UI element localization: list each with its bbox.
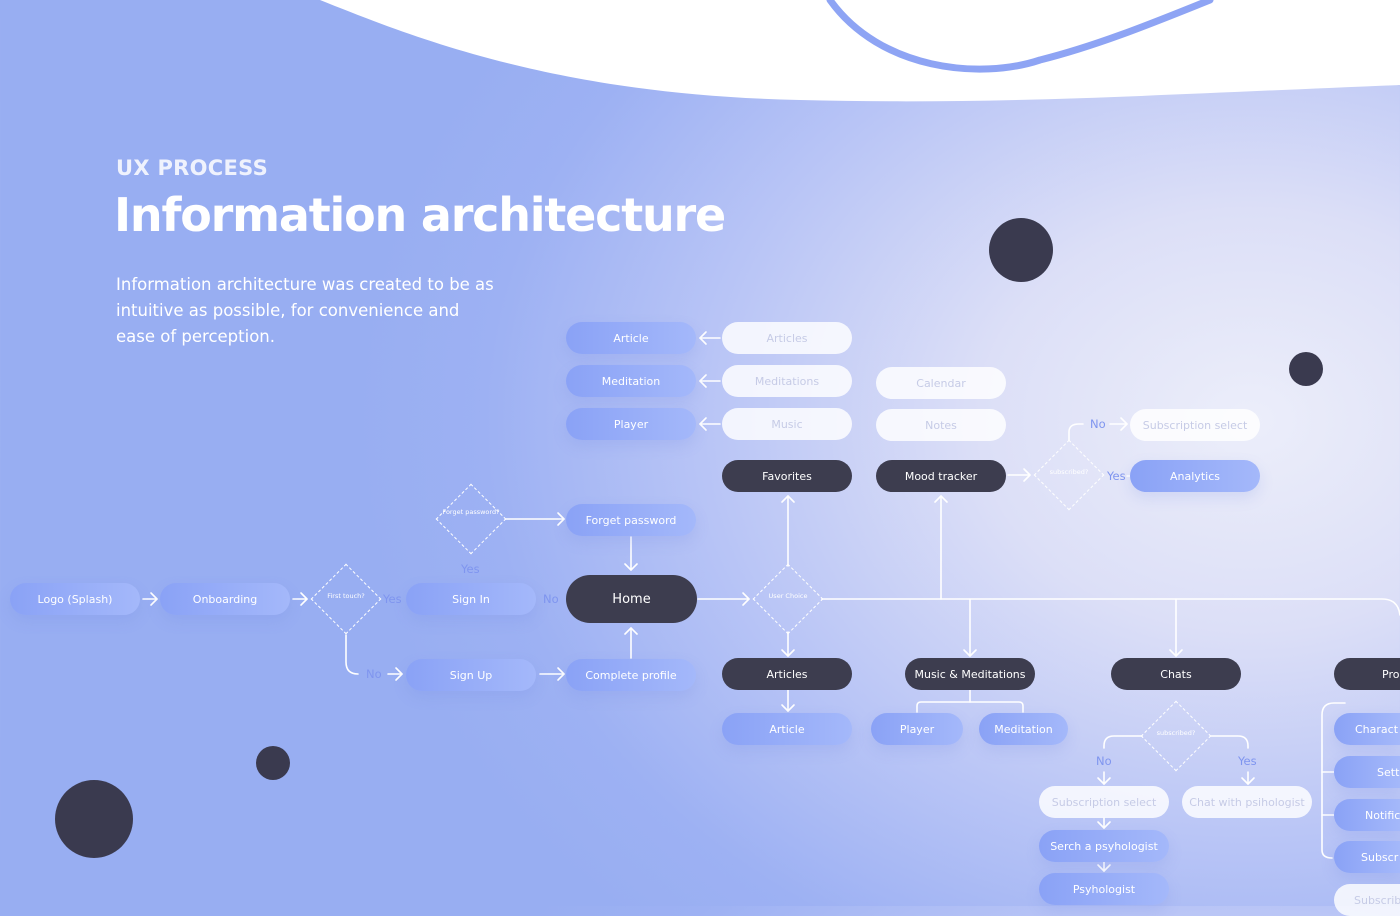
node-notifications-partial: Notific — [1334, 799, 1400, 831]
node-profile-partial: Pro — [1334, 658, 1400, 690]
node-meditation-top: Meditation — [566, 365, 696, 397]
node-subscription-select-top: Subscription select — [1130, 409, 1260, 441]
node-characteristics-partial: Charact — [1334, 713, 1400, 745]
node-article-bottom: Article — [722, 713, 852, 745]
node-mood-tracker: Mood tracker — [876, 460, 1006, 492]
label-yes-subscribed-chats: Yes — [1238, 754, 1257, 768]
page-description: Information architecture was created to … — [116, 275, 494, 346]
node-articles-light: Articles — [722, 322, 852, 354]
label-no-sign-in: No — [543, 592, 559, 606]
decor-dot-small-left — [256, 746, 290, 780]
node-article-top: Article — [566, 322, 696, 354]
node-notes: Notes — [876, 409, 1006, 441]
node-complete-profile: Complete profile — [566, 659, 696, 691]
decision-user-choice: User Choice — [752, 563, 824, 635]
label-no-first-touch: No — [366, 667, 382, 681]
node-home: Home — [566, 575, 697, 623]
label-yes-subscribed-top: Yes — [1107, 469, 1126, 483]
node-subscription-select-bottom: Subscription select — [1039, 786, 1169, 818]
node-meditation-bottom: Meditation — [979, 713, 1068, 745]
node-serch-psyhologist: Serch a psyhologist — [1039, 830, 1169, 862]
node-articles: Articles — [722, 658, 852, 690]
node-logo-splash: Logo (Splash) — [10, 583, 140, 615]
decision-subscribed-top: subscribed? — [1033, 439, 1105, 511]
decision-subscribed-chats: subscribed? — [1140, 700, 1212, 772]
node-psyhologist: Psyhologist — [1039, 873, 1169, 905]
decision-forget-password: Forget password? — [435, 483, 507, 555]
node-sign-in: Sign In — [406, 583, 536, 615]
decision-first-touch: First touch? — [310, 563, 382, 635]
decor-dot-large-left — [55, 780, 133, 858]
label-no-subscribed-chats: No — [1096, 754, 1112, 768]
node-meditations-light: Meditations — [722, 365, 852, 397]
label-no-subscribed-top: No — [1090, 417, 1106, 431]
node-analytics: Analytics — [1130, 460, 1260, 492]
node-chat-with-psihologist: Chat with psihologist — [1182, 786, 1312, 818]
section-eyebrow: UX PROCESS — [116, 156, 269, 180]
node-player-bottom: Player — [871, 713, 963, 745]
node-music-meditations: Music & Meditations — [905, 658, 1035, 690]
node-music-light: Music — [722, 408, 852, 440]
label-yes-first-touch: Yes — [383, 592, 402, 606]
node-subscription-partial: Subscr — [1334, 841, 1400, 873]
node-settings-partial: Setti — [1334, 756, 1400, 788]
node-favorites: Favorites — [722, 460, 852, 492]
decor-dot-large-top — [989, 218, 1053, 282]
node-forget-password: Forget password — [566, 504, 696, 536]
top-wave-decoration — [320, 0, 1400, 102]
node-player-top: Player — [566, 408, 696, 440]
node-subscription-light-partial: Subscrib — [1334, 884, 1400, 916]
decor-dot-small-right — [1289, 352, 1323, 386]
node-sign-up: Sign Up — [406, 659, 536, 691]
node-onboarding: Onboarding — [160, 583, 290, 615]
label-yes-forget-password: Yes — [461, 562, 480, 576]
page-title: Information architecture — [114, 188, 726, 242]
node-chats: Chats — [1111, 658, 1241, 690]
node-calendar: Calendar — [876, 367, 1006, 399]
